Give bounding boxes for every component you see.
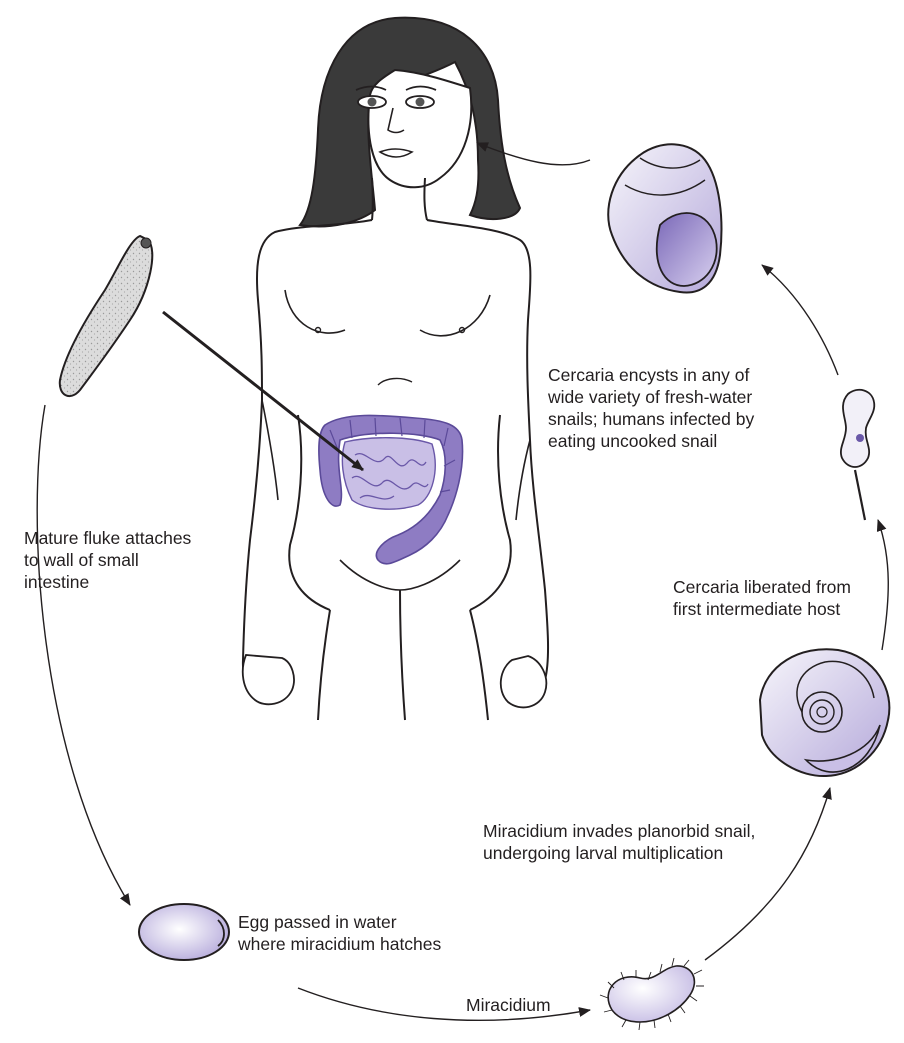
face: [368, 70, 471, 187]
label-miracidium: Miracidium: [466, 994, 551, 1016]
egg-icon: [139, 904, 229, 960]
label-cercaria-liberated: Cercaria liberated from first intermedia…: [673, 576, 851, 620]
cercaria-icon: [841, 390, 874, 520]
label-cercaria-encysts: Cercaria encysts in any of wide variety …: [548, 364, 754, 452]
label-mature-fluke: Mature fluke attaches to wall of small i…: [24, 527, 191, 593]
label-egg: Egg passed in water where miracidium hat…: [238, 911, 441, 955]
human-figure: [163, 18, 548, 720]
intestine: [319, 415, 463, 563]
arrow-fluke-to-egg: [37, 405, 130, 905]
arrow-cercaria-to-snail: [762, 265, 838, 375]
right-hand: [501, 656, 547, 707]
planorbid-snail-icon: [760, 649, 889, 776]
arrow-miracidium-to-planorbid: [705, 788, 830, 960]
miracidium-icon: [600, 958, 704, 1030]
label-miracidium-invades: Miracidium invades planorbid snail, unde…: [483, 820, 755, 864]
mature-fluke-icon: [60, 236, 153, 396]
fresh-water-snail-icon: [608, 144, 721, 292]
arrow-planorbid-to-cercaria: [878, 520, 888, 650]
left-hand: [243, 655, 294, 704]
